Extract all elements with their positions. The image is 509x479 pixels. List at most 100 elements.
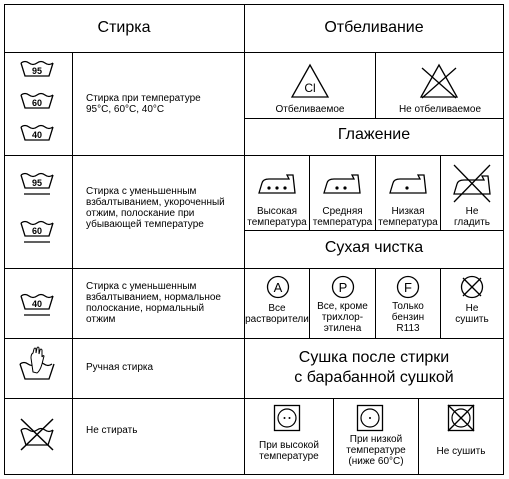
wash-95-icon: 95 <box>20 60 54 77</box>
text-line: (ниже 60°С) <box>348 456 404 467</box>
wash-40-icon: 40 <box>20 124 54 141</box>
iron-one-dot-icon <box>389 174 427 194</box>
text-line: взбалтыванием, укороченный <box>86 197 225 208</box>
dry-clean-caption: Не сушить <box>441 303 503 325</box>
dry-clean-letter: F <box>404 280 412 295</box>
text-line: трихлор- <box>321 312 364 323</box>
iron-divider <box>440 155 441 231</box>
iron-caption: Средняя температура <box>310 206 375 228</box>
tumble-dry-low-icon <box>356 404 384 432</box>
row-divider <box>244 230 504 231</box>
iron-three-dots-icon <box>258 174 296 194</box>
row-divider <box>4 52 504 53</box>
text-line: Низкая <box>391 206 425 217</box>
column-divider <box>244 4 245 475</box>
dry-cleaning-header: Сухая чистка <box>324 239 424 256</box>
dry-clean-divider <box>375 268 376 339</box>
no-tumble-dry-icon <box>447 404 475 432</box>
iron-caption: Низкая температура <box>376 206 440 228</box>
tumble-dry-divider <box>333 398 334 475</box>
dry-clean-letter: A <box>274 280 283 295</box>
row-divider <box>4 268 504 269</box>
bleach-triangle-icon: Cl <box>290 63 330 98</box>
text-line: отжим, полоскание при <box>86 208 195 219</box>
text-line: При высокой <box>259 440 319 451</box>
wash-description: Стирка с уменьшенным взбалтыванием, укор… <box>86 186 225 230</box>
text-line: Высокая <box>256 206 298 217</box>
text-line: R113 <box>396 323 420 334</box>
wash-temp-label: 40 <box>32 130 42 140</box>
bleach-symbol: Cl <box>304 81 315 95</box>
wash-60-gentle-icon: 60 <box>20 220 54 243</box>
wash-description: Не стирать <box>86 425 137 436</box>
text-line: полоскание, нормальный <box>86 303 205 314</box>
dry-clean-divider <box>309 268 310 339</box>
tumble-dry-caption: При высокой температуре <box>245 440 333 462</box>
text-line: отжим <box>86 314 116 325</box>
text-line: температуре <box>346 445 406 456</box>
text-line: Не <box>465 303 479 314</box>
no-iron-icon <box>453 164 491 203</box>
text-line: Стирка при температуре <box>86 93 201 104</box>
text-line: Ручная стирка <box>86 362 154 373</box>
tumble-dry-caption: Не сушить <box>419 446 503 457</box>
border-left <box>4 4 5 475</box>
border-bottom <box>4 474 504 475</box>
wash-description: Ручная стирка <box>86 362 153 373</box>
text-line: Не стирать <box>86 425 138 436</box>
text-line: Средняя <box>322 206 363 217</box>
row-divider <box>4 155 504 156</box>
text-line: температура <box>378 217 438 228</box>
wash-description: Стирка при температуре 95°C, 60°C, 40°C <box>86 93 201 115</box>
bleaching-header: Отбеливание <box>324 19 424 36</box>
text-line: убывающей температуре <box>86 219 204 230</box>
wash-description: Стирка с уменьшенным взбалтыванием, норм… <box>86 281 221 325</box>
bleach-divider <box>375 52 376 119</box>
iron-caption: Высокая температура <box>245 206 309 228</box>
wash-temp-label: 95 <box>32 66 42 76</box>
wash-temp-label: 95 <box>32 178 42 188</box>
row-divider <box>244 118 504 119</box>
border-top <box>4 4 504 5</box>
text-line: этилена <box>323 323 362 334</box>
circle-a-icon: A <box>266 275 290 299</box>
washing-header: Стирка <box>97 19 151 36</box>
text-line: Не <box>465 206 479 217</box>
text-line: растворители <box>245 314 309 325</box>
text-line: температура <box>247 217 307 228</box>
tumble-dry-high-icon <box>273 404 301 432</box>
text-line: бензин <box>391 312 425 323</box>
text-line: Не сушить <box>436 446 486 457</box>
text-line: Все <box>268 303 286 314</box>
text-line: Стирка с уменьшенным <box>86 281 197 292</box>
circle-f-icon: F <box>396 275 420 299</box>
dry-clean-divider <box>440 268 441 339</box>
tumble-drying-header-line1: Сушка после стирки <box>298 349 450 366</box>
row-divider <box>4 338 504 339</box>
wash-temp-label: 40 <box>32 299 42 309</box>
text-line: температура <box>312 217 373 228</box>
hand-wash-icon <box>19 346 55 380</box>
bleach-caption: Отбеливаемое <box>275 104 345 115</box>
no-bleach-icon <box>419 63 459 99</box>
circle-p-icon: P <box>331 275 355 299</box>
tumble-dry-divider <box>418 398 419 475</box>
wash-icon-divider <box>72 52 73 475</box>
do-not-wash-icon <box>20 418 54 451</box>
text-line: гладить <box>453 217 491 228</box>
text-line: взбалтыванием, нормальное <box>86 292 221 303</box>
dry-clean-caption: Только бензин R113 <box>376 301 440 334</box>
border-right <box>503 4 504 475</box>
iron-caption: Не гладить <box>441 206 503 228</box>
wash-40-gentle-icon: 40 <box>20 293 54 316</box>
wash-temp-label: 60 <box>32 226 42 236</box>
row-divider <box>4 398 504 399</box>
text-line: 95°C, 60°C, 40°C <box>86 104 165 115</box>
text-line: Все, кроме <box>317 301 368 312</box>
text-line: Стирка с уменьшенным <box>86 186 197 197</box>
wash-60-icon: 60 <box>20 92 54 109</box>
no-dry-clean-icon <box>460 275 484 299</box>
text-line: При низкой <box>349 434 403 445</box>
dry-clean-caption: Все растворители <box>245 303 309 325</box>
